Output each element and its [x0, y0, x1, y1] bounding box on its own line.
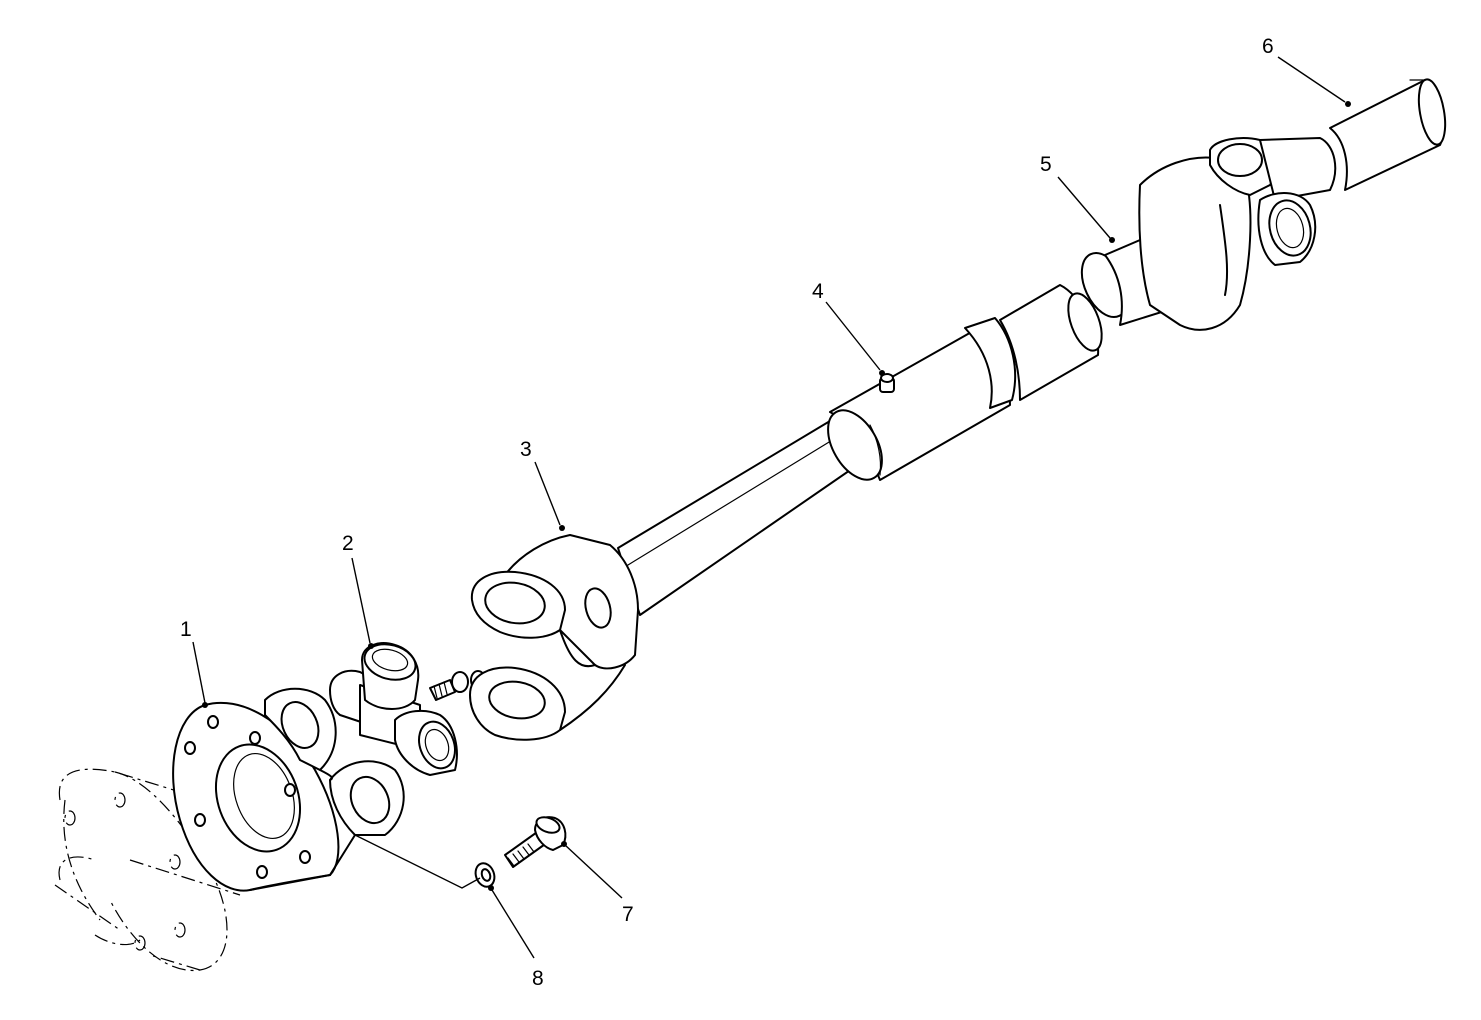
part-7-bolt	[504, 816, 567, 868]
part-3-tube-yoke	[469, 414, 873, 741]
callout-6: 6	[1262, 35, 1274, 58]
part-4-sleeve-grease-fitting	[827, 317, 1017, 481]
callout-7: 7	[622, 903, 634, 926]
assembly-line	[354, 834, 481, 889]
mating-hub-phantom	[54, 768, 241, 972]
callout-1: 1	[180, 618, 192, 641]
callout-4: 4	[812, 280, 824, 303]
callout-5: 5	[1040, 153, 1052, 176]
part-6-rear-yoke-ujoint	[1138, 78, 1447, 331]
part-1-flange-yoke	[172, 687, 405, 892]
part-2-cross-bearing	[329, 642, 486, 776]
callout-2: 2	[342, 532, 354, 555]
leader-lines	[192, 56, 1351, 959]
callout-3: 3	[520, 438, 532, 461]
callout-8: 8	[532, 967, 544, 990]
part-8-washer	[474, 862, 496, 888]
